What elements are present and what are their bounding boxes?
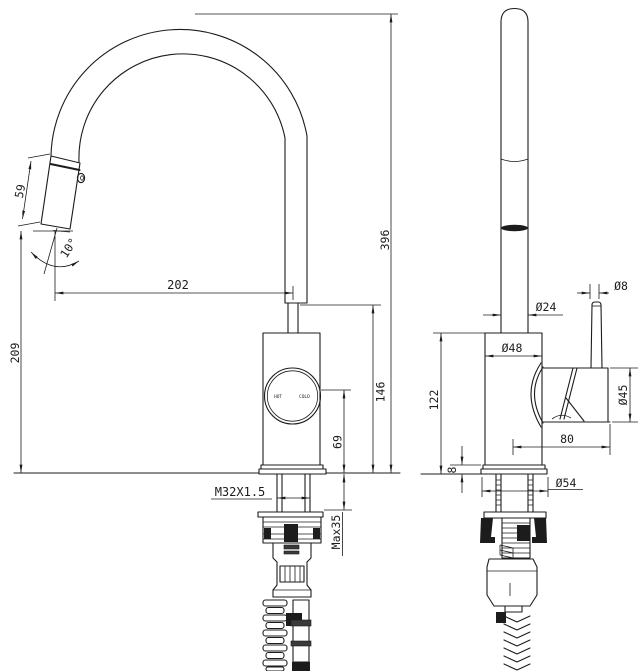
dim-max-deck-text: Max35	[329, 515, 343, 550]
hose-connector-housing	[272, 542, 312, 598]
dim-lever-dia-text: Ø8	[614, 279, 628, 293]
dim-base-plate-height: 8	[445, 446, 481, 493]
spout-stub	[287, 302, 299, 334]
spray-head	[40, 155, 81, 230]
base-plate-upper	[260, 464, 324, 470]
dim-reach: 202	[55, 278, 294, 300]
gooseneck-outer	[50, 28, 308, 304]
dim-spout-connect-text: 146	[374, 382, 388, 403]
dim-head-length: 59	[12, 153, 51, 227]
dim-overall-height: 396	[195, 13, 398, 473]
side-lever	[590, 301, 603, 369]
hose-weight-barrel	[486, 558, 538, 607]
barrel-neck	[504, 605, 523, 613]
corrugated-hose	[262, 599, 288, 671]
shank	[276, 473, 311, 513]
dim-body-dia-text: Ø48	[502, 341, 523, 355]
dim-shank-thread-text: M32X1.5	[215, 485, 266, 499]
dim-shank-thread: M32X1.5	[211, 485, 310, 500]
dim-base-height-text: 8	[445, 466, 459, 473]
dim-lever-diameter: Ø8	[577, 279, 628, 299]
dim-handle-center-height: 69	[321, 389, 351, 473]
dim-head-length-text: 59	[12, 183, 28, 199]
dim-body-diameter: Ø48	[485, 341, 542, 358]
side-view: Ø24 Ø48 Ø8 Ø45 122 8	[420, 7, 638, 671]
dial-outer	[263, 367, 322, 425]
dim-reach-text: 202	[167, 278, 189, 292]
spray-head-joint	[49, 163, 81, 171]
locknut-stack	[262, 516, 322, 544]
mount-clamp-right	[532, 518, 547, 543]
dim-overall-height-text: 396	[378, 230, 392, 251]
dim-clearance-height: 209	[8, 230, 73, 473]
dim-deck-to-spout-text: 122	[427, 390, 441, 411]
dim-handle-diameter: Ø45	[610, 367, 638, 423]
side-base-plate-upper	[482, 464, 546, 470]
dim-max-deck-thickness: Max35	[324, 474, 352, 556]
side-handle-housing-arc	[551, 414, 572, 420]
dim-handle-reach-text: 80	[560, 432, 574, 446]
dim-clearance-text: 209	[8, 343, 22, 364]
dim-head-angle: 10°	[30, 227, 80, 301]
spray-button-inner	[80, 175, 84, 181]
dim-spout-connect-height: 146	[300, 304, 388, 473]
dim-base-dia-text: Ø54	[556, 476, 577, 490]
threaded-rod	[501, 517, 531, 559]
side-spout-tube	[500, 7, 529, 334]
dial-cold-label: COLD	[299, 394, 310, 400]
dim-base-diameter: Ø54	[481, 476, 583, 497]
dial-hot-label: HOT	[274, 394, 282, 400]
shank-flange	[257, 511, 324, 518]
front-view: HOT COLD	[8, 13, 401, 671]
side-base-plate-lower	[480, 468, 548, 475]
side-shank	[495, 473, 534, 513]
dial-inner	[266, 370, 319, 422]
dim-handle-dia-text: Ø45	[616, 385, 630, 406]
side-spout-ring	[501, 224, 528, 232]
mount-clamp-left	[480, 518, 495, 543]
side-handle-notch	[530, 362, 544, 428]
dim-handle-reach: 80	[512, 424, 611, 455]
side-handle-housing	[541, 367, 611, 423]
dim-spout-dia-text: Ø24	[536, 300, 557, 314]
dim-head-angle-text: 10°	[57, 235, 80, 260]
small-spring	[499, 544, 514, 559]
faucet-body	[262, 332, 321, 466]
dim-spout-diameter: Ø24	[483, 300, 563, 317]
base-plate-lower	[258, 468, 327, 475]
coiled-hose	[503, 615, 531, 671]
supply-hose	[290, 599, 312, 671]
side-mount-flange	[483, 511, 547, 519]
dim-deck-to-spout: 122	[427, 332, 485, 474]
gooseneck-inner	[78, 53, 286, 304]
side-spout-seam	[500, 158, 529, 162]
dim-handle-center-text: 69	[331, 435, 345, 449]
spray-button	[76, 172, 86, 184]
side-hose-clip	[496, 612, 506, 623]
